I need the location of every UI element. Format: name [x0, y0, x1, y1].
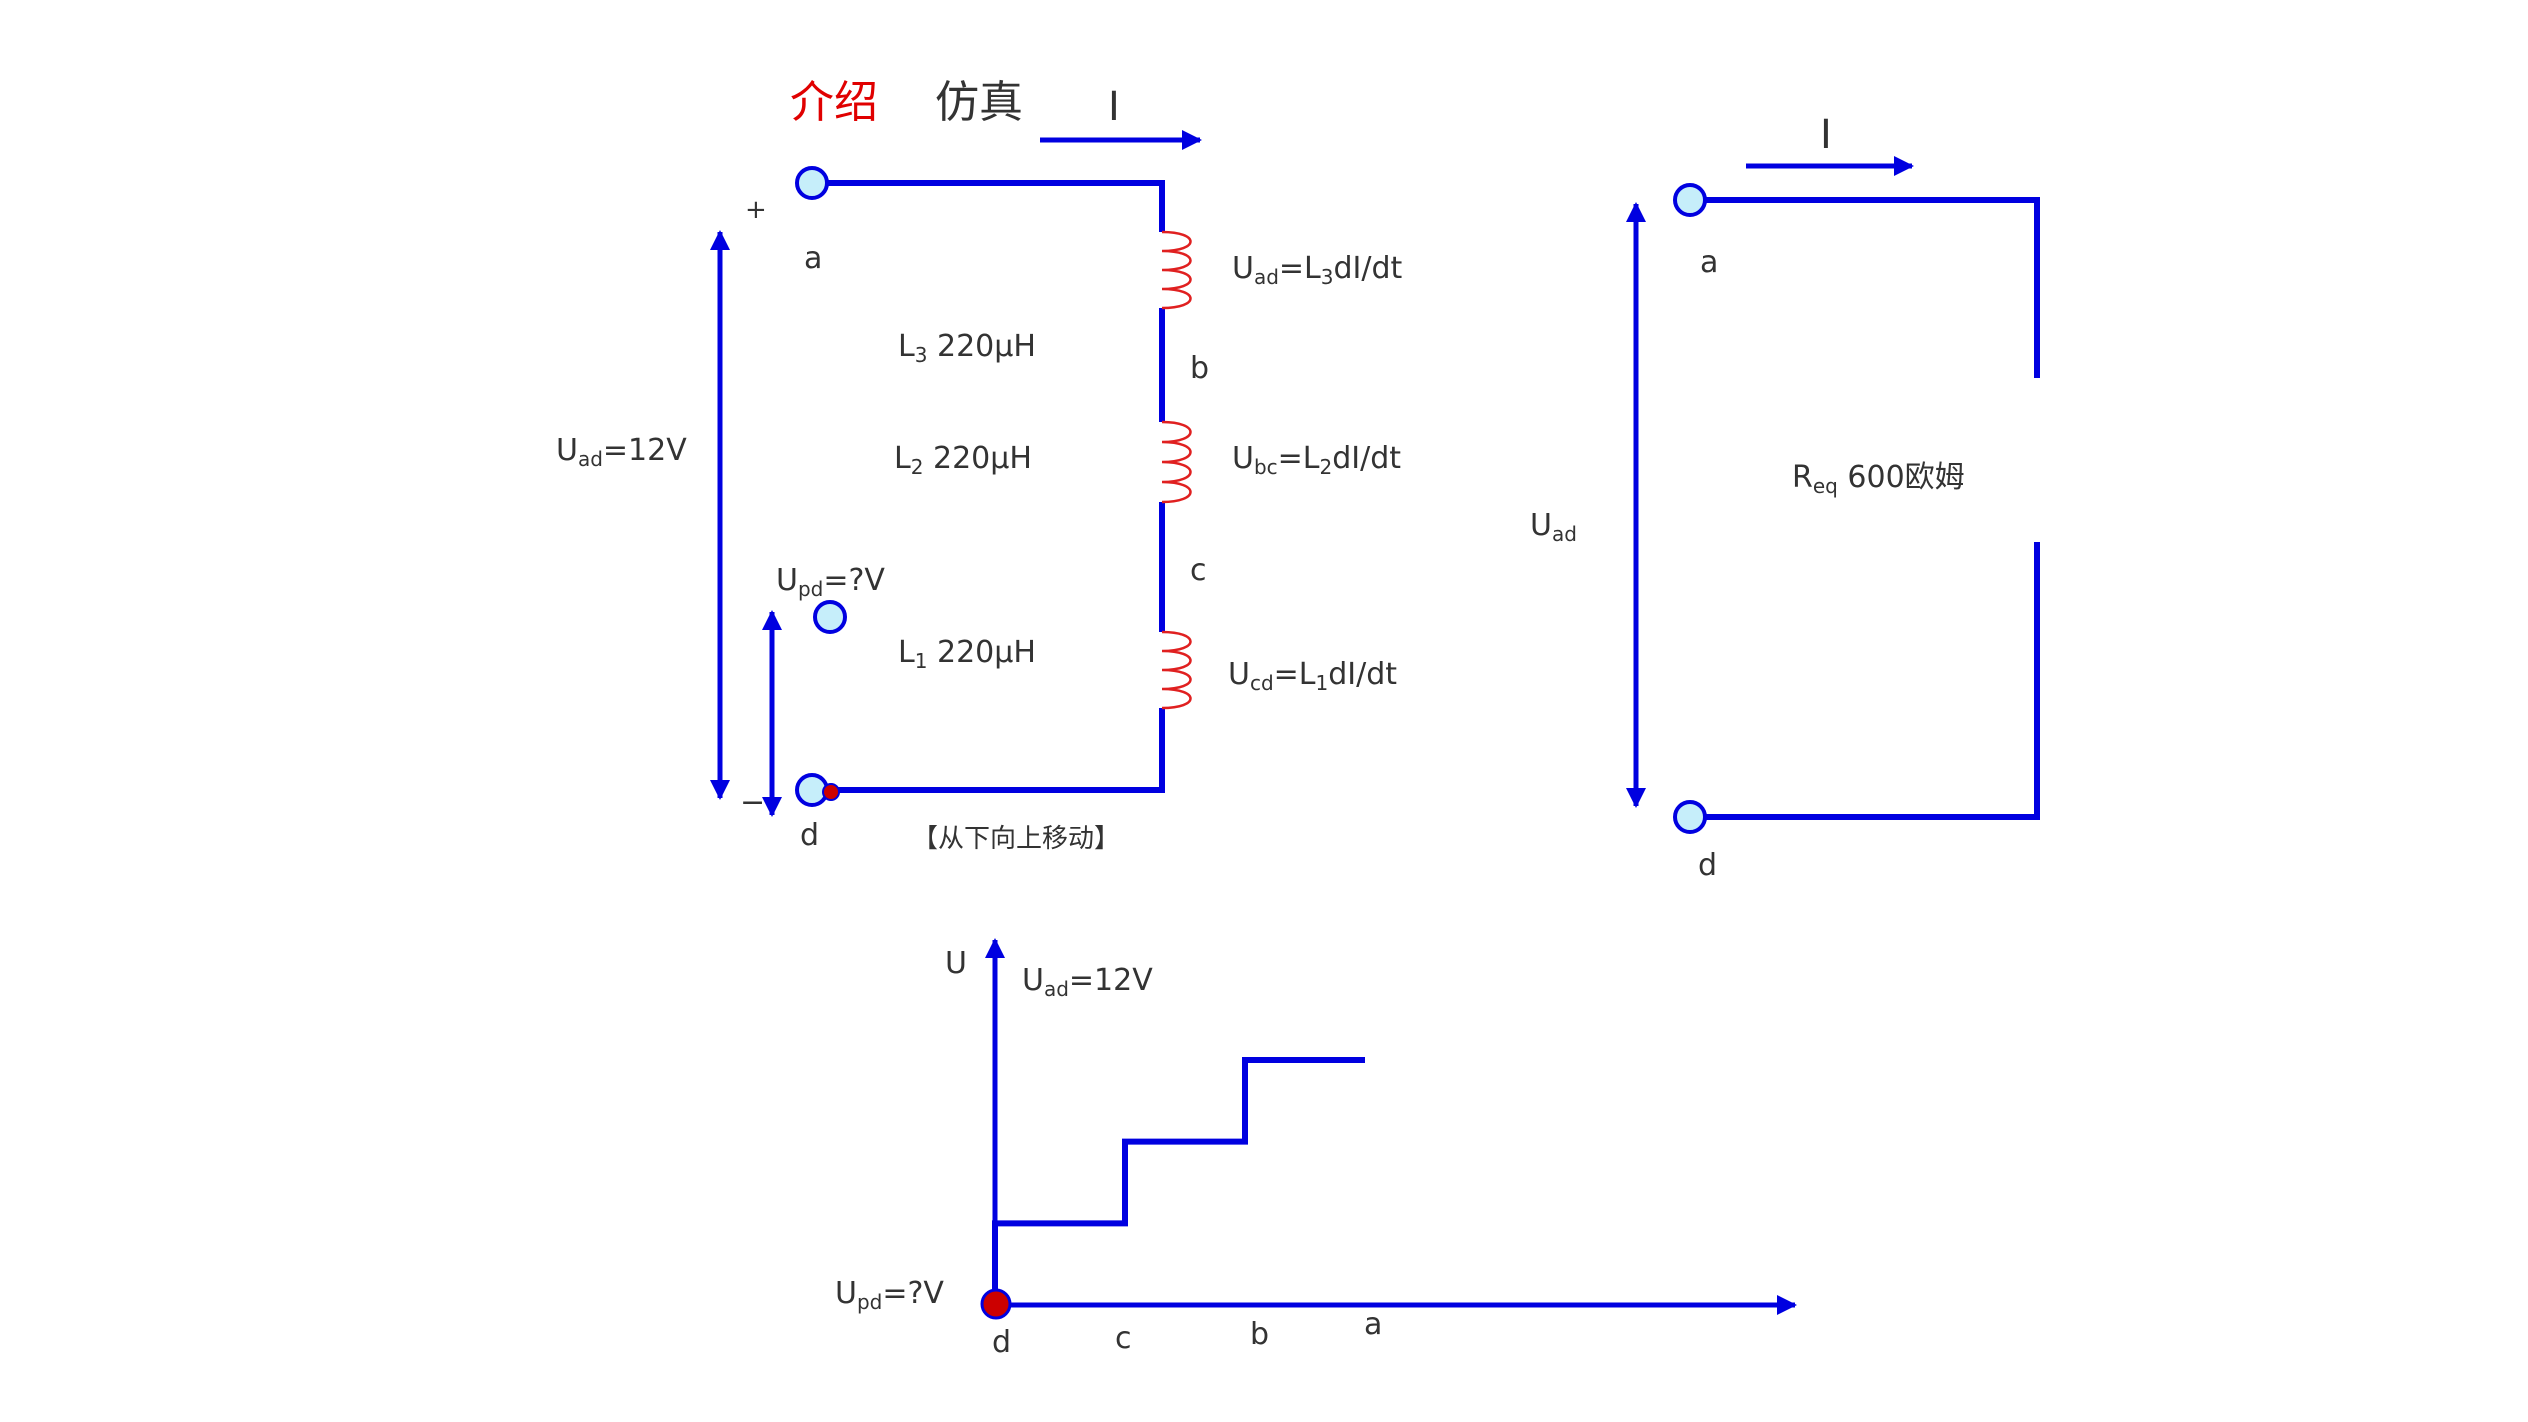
node-b-label: b — [1190, 351, 1209, 386]
voltage-graph: U Uad=12V Upd=?V d c b a — [835, 938, 1797, 1360]
node-d-label-right: d — [1698, 848, 1717, 883]
node-d-terminal-right — [1673, 800, 1707, 834]
top-wire-right — [1690, 197, 2040, 378]
graph-uad-label: Uad=12V — [1022, 963, 1153, 1001]
y-axis-label: U — [945, 946, 967, 981]
graph-probe-dot[interactable] — [980, 1288, 1012, 1320]
x-tick-c: c — [1115, 1321, 1132, 1356]
node-c-label: c — [1190, 553, 1207, 588]
x-tick-a: a — [1364, 1307, 1382, 1342]
plus-sign: + — [745, 195, 767, 225]
node-a-label: a — [804, 241, 822, 276]
inductor-l3-coil — [1161, 230, 1192, 310]
ucd-equation: Ucd=L1dI/dt — [1228, 657, 1397, 695]
probe-dot[interactable] — [822, 783, 840, 801]
current-label-right: I — [1820, 112, 1832, 158]
left-circuit: I + − a b c d Uad=12V Upd=?V L3 220μH — [556, 84, 1403, 854]
req-label: Req 600欧姆 — [1792, 460, 1965, 498]
bottom-wire-right — [1690, 542, 2040, 820]
node-d-label: d — [800, 818, 819, 853]
simulation-tab[interactable]: 仿真 — [935, 77, 1023, 128]
uad-label-right: Uad — [1530, 508, 1577, 546]
node-a-terminal-right — [1673, 183, 1707, 217]
minus-sign: − — [740, 785, 765, 820]
current-label: I — [1108, 84, 1120, 130]
node-a-label-right: a — [1700, 245, 1718, 280]
inductor-l3-label: L3 220μH — [898, 329, 1036, 367]
intro-tab[interactable]: 介绍 — [790, 77, 878, 128]
uad-equation: Uad=L3dI/dt — [1232, 251, 1403, 289]
x-tick-b: b — [1250, 1317, 1269, 1352]
graph-upd-label: Upd=?V — [835, 1276, 944, 1314]
inductor-l2-coil — [1161, 420, 1192, 504]
voltage-step-line — [992, 1057, 1365, 1305]
x-tick-d: d — [992, 1325, 1011, 1360]
uad-voltage-label: Uad=12V — [556, 433, 687, 471]
node-a-terminal — [795, 166, 829, 200]
inductor-l1-label: L1 220μH — [898, 635, 1036, 673]
right-circuit: I a d Uad Req 600欧姆 — [1530, 112, 2040, 883]
inductor-l2-label: L2 220μH — [894, 441, 1032, 479]
inductor-l1-coil — [1161, 630, 1192, 710]
node-p-terminal[interactable] — [813, 600, 847, 634]
upd-voltage-label: Upd=?V — [776, 563, 885, 601]
ubc-equation: Ubc=L2dI/dt — [1232, 441, 1401, 479]
move-hint: 【从下向上移动】 — [912, 824, 1120, 854]
